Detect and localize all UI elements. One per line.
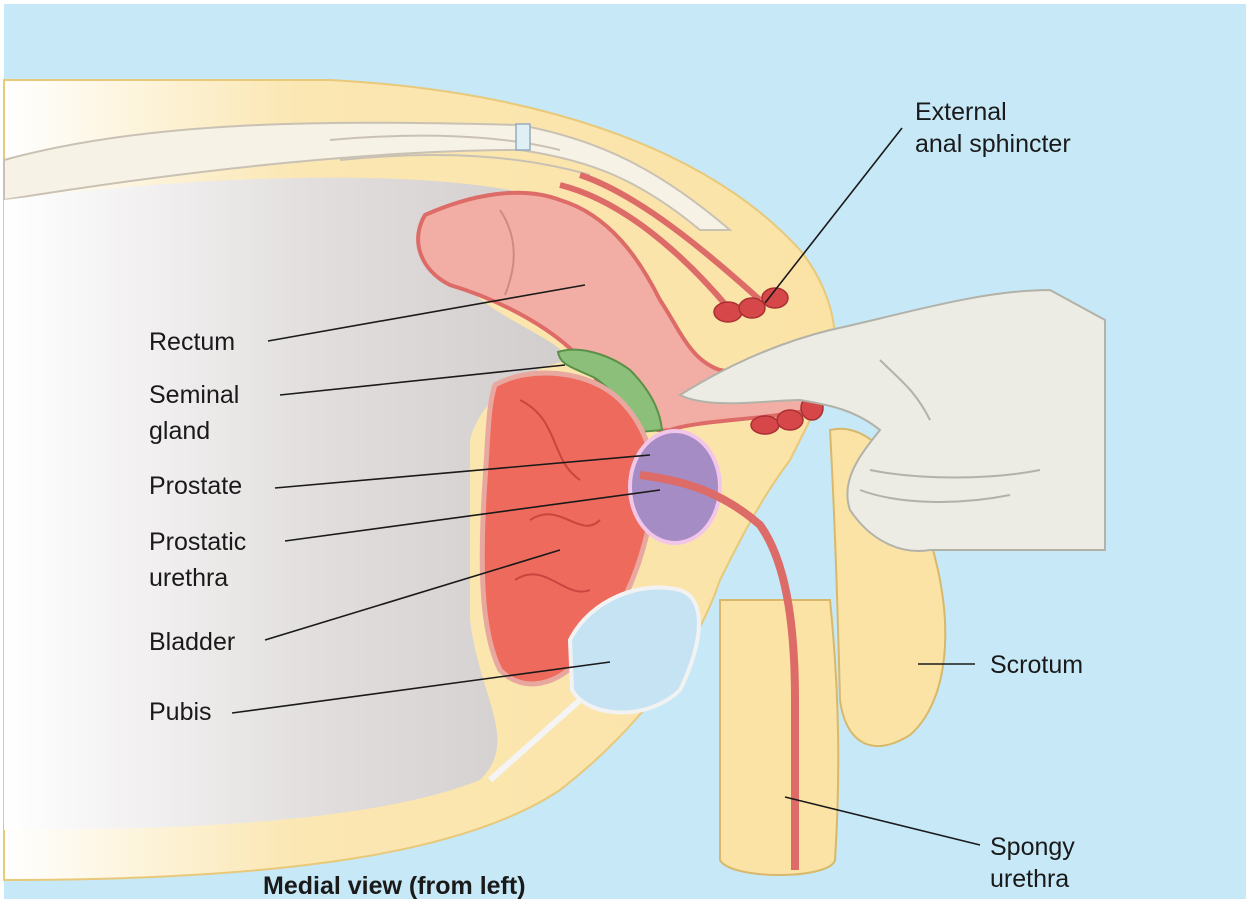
- sacral-vertebra: [516, 124, 530, 150]
- label-pubis: Pubis: [149, 698, 212, 726]
- diagram-caption: Medial view (from left): [263, 872, 526, 900]
- label-rectum: Rectum: [149, 328, 235, 356]
- label-prostate: Prostate: [149, 472, 242, 500]
- label-scrotum: Scrotum: [990, 651, 1083, 679]
- label-bladder: Bladder: [149, 628, 235, 656]
- penis: [720, 600, 838, 875]
